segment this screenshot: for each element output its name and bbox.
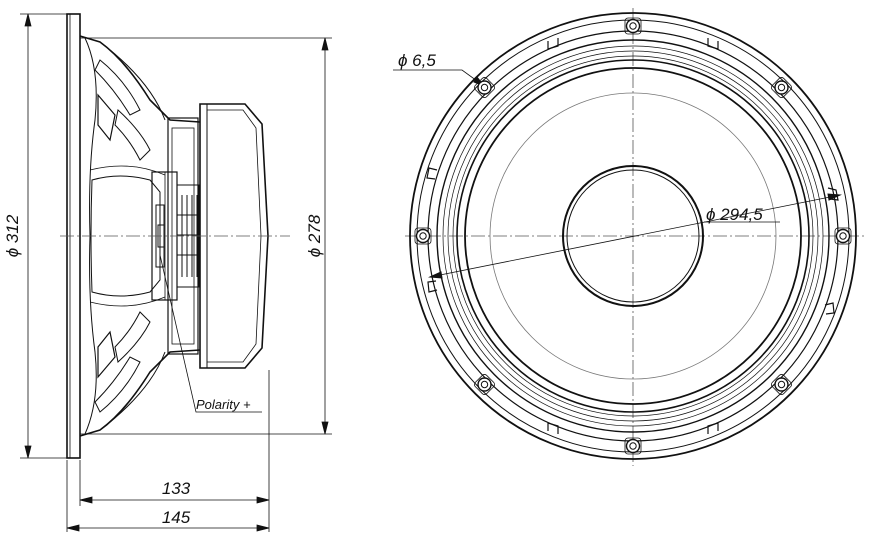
polarity-label: Polarity + — [196, 397, 251, 412]
surround-outer — [436, 39, 830, 433]
mounting-hole — [474, 374, 495, 395]
dim-text-312: ϕ 312 — [3, 214, 22, 257]
mounting-hole — [834, 227, 852, 245]
mounting-holes — [414, 17, 852, 455]
basket-window-bottom — [97, 330, 116, 379]
dim-text-278: ϕ 278 — [305, 214, 324, 257]
mounting-hole — [414, 227, 432, 245]
dim-text-133: 133 — [162, 479, 191, 498]
basket-inner-curve — [90, 175, 161, 297]
cone-outline — [489, 92, 777, 380]
dim-text-hole: ϕ 6,5 — [398, 51, 436, 70]
polarity-leader — [159, 254, 262, 413]
frame-notches — [426, 38, 839, 434]
dust-cap — [562, 165, 704, 307]
frame-outer-ring — [409, 12, 857, 460]
front-view — [393, 8, 865, 466]
side-dimensions — [20, 13, 332, 532]
mounting-hole — [771, 77, 792, 98]
basket-window-top — [97, 93, 116, 142]
mounting-hole — [624, 17, 642, 35]
side-view — [60, 13, 290, 459]
dim-text-145: 145 — [162, 508, 191, 527]
bolt-circle-leader — [429, 194, 841, 278]
mounting-hole — [624, 437, 642, 455]
mounting-hole — [474, 77, 495, 98]
dim-text-bolt-circle: ϕ 294,5 — [706, 205, 763, 224]
mounting-hole — [771, 374, 792, 395]
